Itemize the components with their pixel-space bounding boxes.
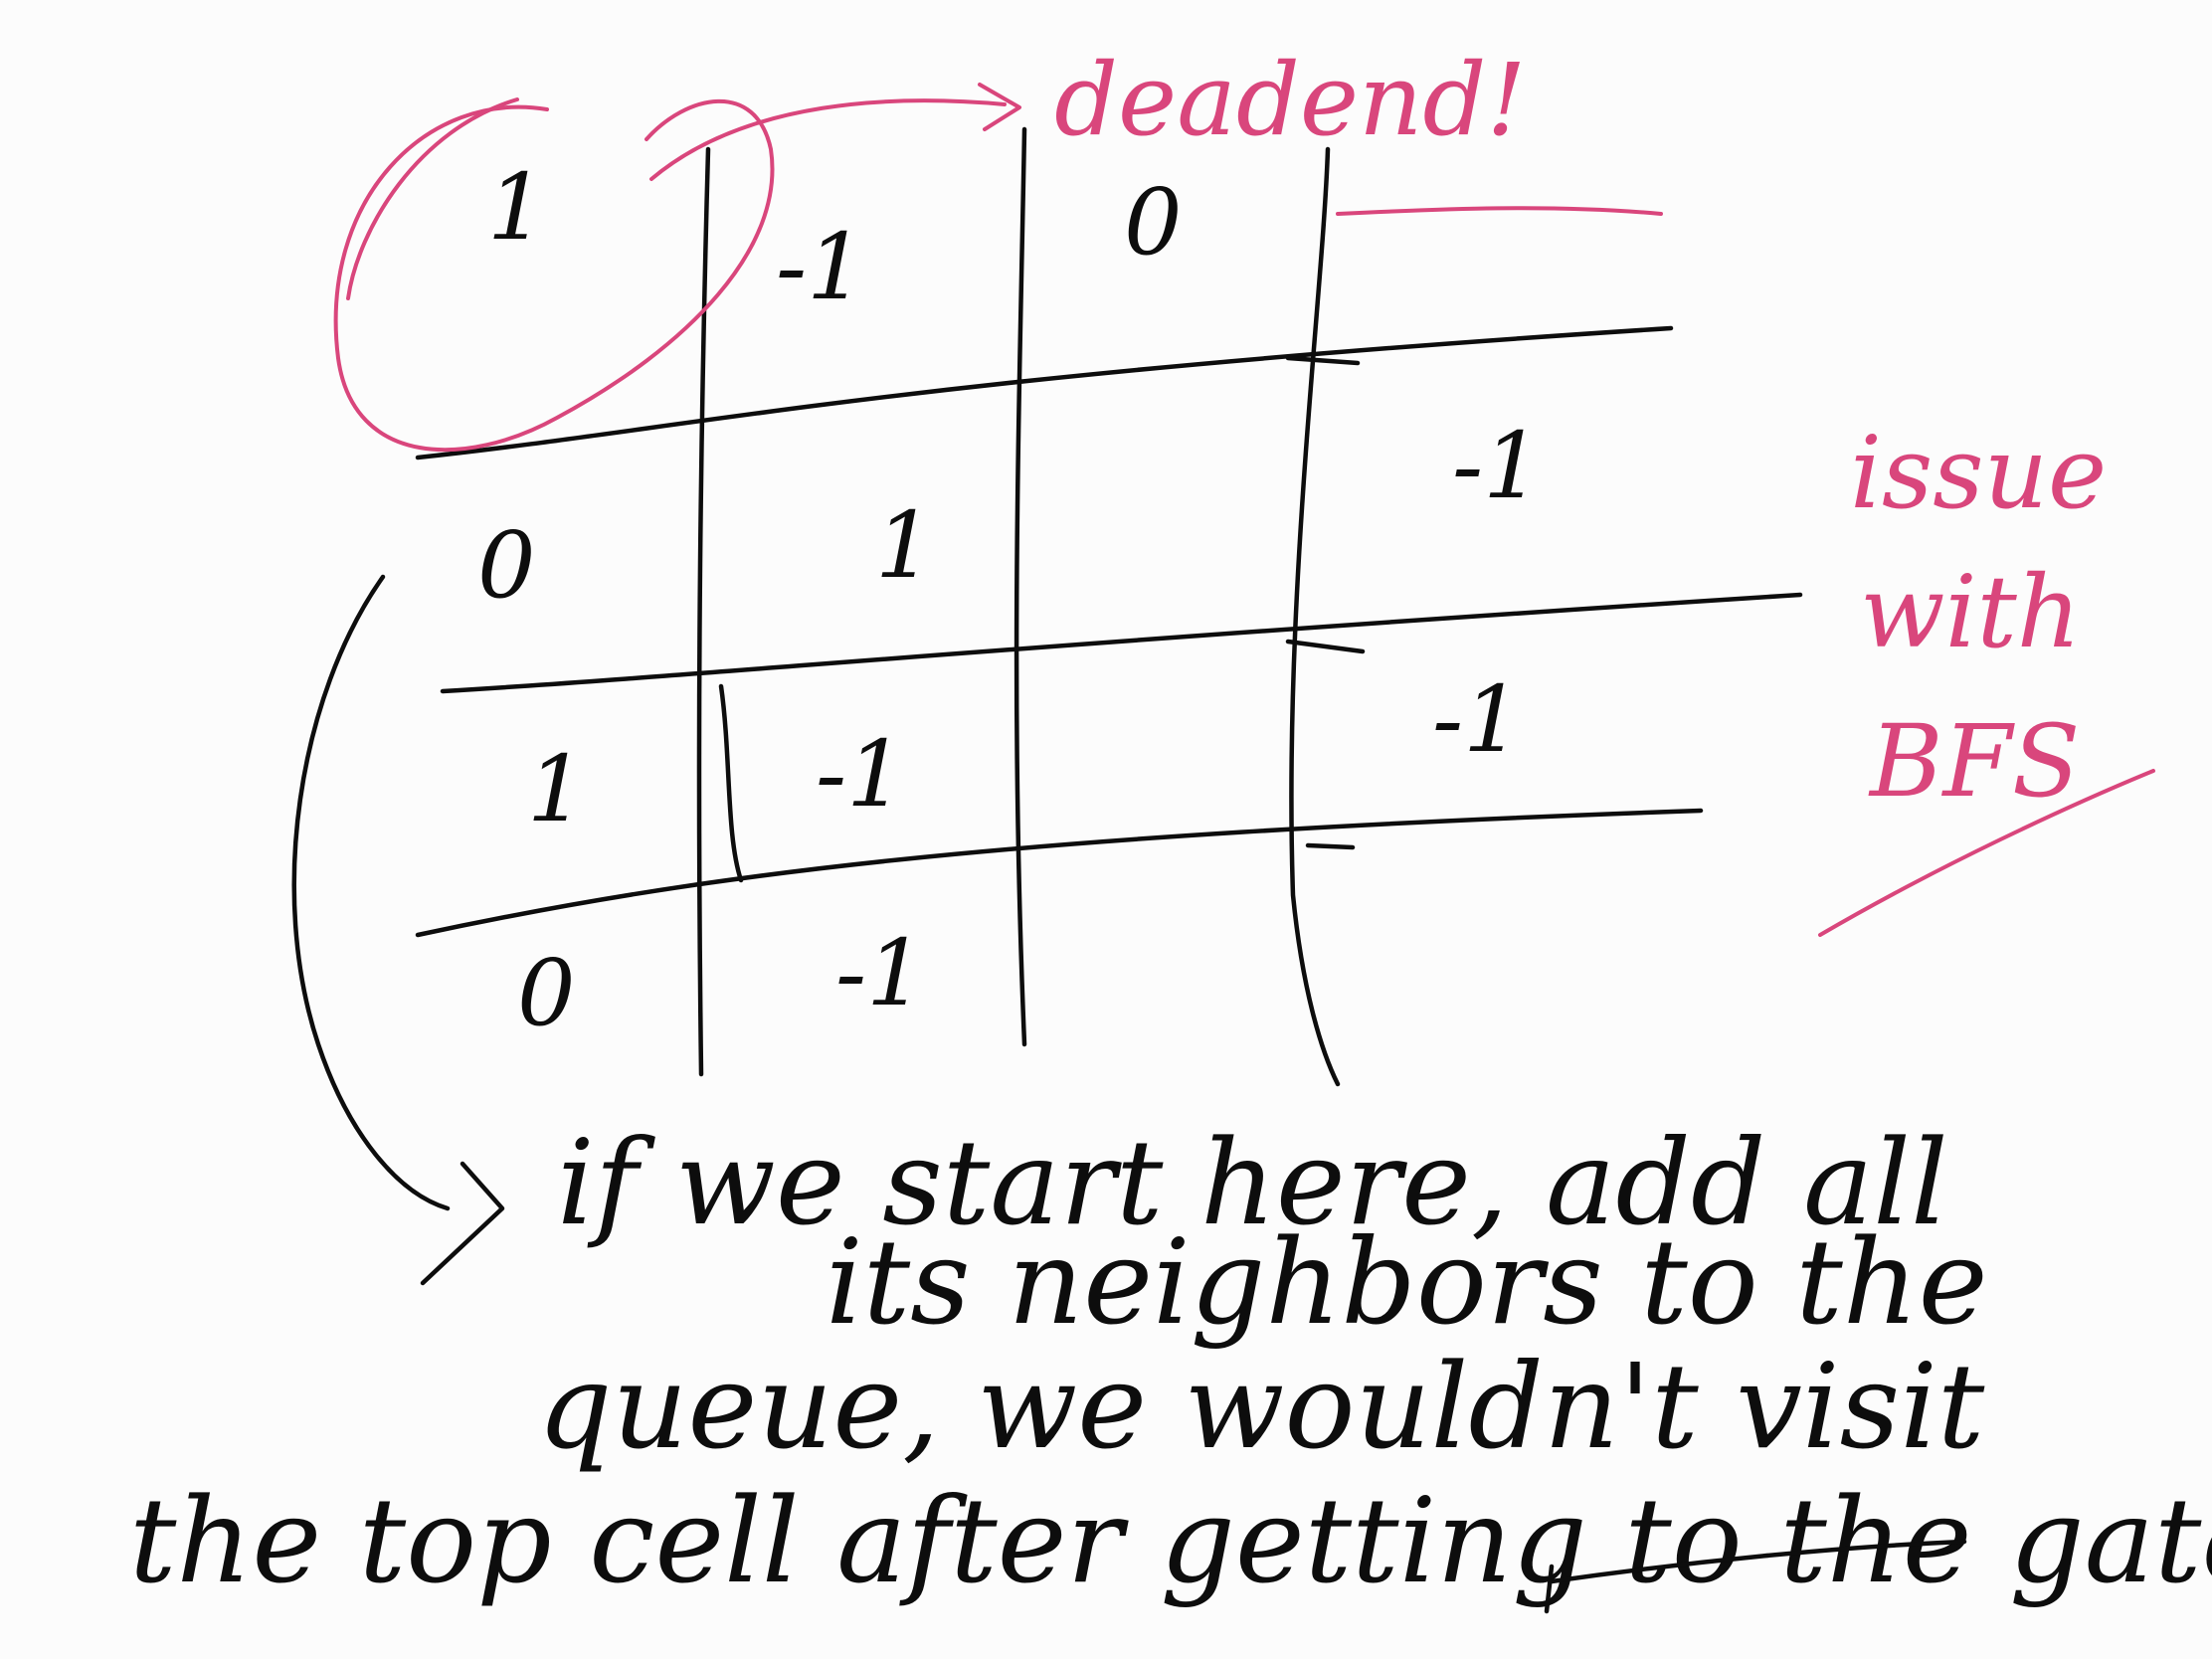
note-underline	[1549, 1539, 1967, 1584]
cell-r3-c1: -1	[835, 920, 925, 1026]
highlight-underline	[1336, 206, 1663, 216]
note-line-1: if we start here, add all	[557, 1114, 1948, 1251]
grid-hline-2	[440, 592, 1803, 694]
grid-values: 1 -1 0 0 1 -1 1 -1 -1 0 -1	[477, 154, 1542, 1046]
curved-arrow	[291, 574, 451, 1211]
highlight-circle	[333, 98, 775, 453]
cell-r2-c3: -1	[1432, 666, 1522, 773]
dead-end-label: deadend!	[1054, 42, 1527, 158]
cell-r2-c0: 1	[527, 736, 586, 842]
grid-vline-2	[1014, 126, 1027, 1047]
highlight-circle-inner	[346, 97, 519, 300]
grid-hline-1	[415, 325, 1674, 461]
cell-r1-c0: 0	[477, 512, 536, 619]
issue-label-line3: BFS	[1868, 703, 2080, 820]
grid-tick-4	[718, 683, 744, 883]
note-arrow	[291, 574, 505, 1286]
grid-hline-3	[415, 808, 1704, 938]
cell-r2-c1: -1	[816, 721, 905, 828]
cell-r1-c3: -1	[1452, 413, 1542, 519]
issue-label-line1: issue	[1850, 415, 2107, 531]
cell-r3-c0: 0	[517, 940, 576, 1046]
note-line-4: the top cell after getting to the gate	[129, 1472, 2212, 1609]
bfs-underline	[1818, 769, 2155, 937]
grid-vline-1	[696, 146, 711, 1077]
note-underline-tick	[1544, 1564, 1555, 1614]
grid-lines	[415, 126, 1803, 1087]
pink-annotations: deadend! issue with BFS	[333, 42, 2155, 937]
cell-r0-c1: -1	[776, 214, 865, 320]
cell-r0-c2: 0	[1124, 169, 1183, 276]
grid-tick-1	[1285, 355, 1361, 366]
grid-tick-2	[1285, 639, 1366, 654]
grid-tick-3	[1305, 842, 1356, 850]
arrow-head-icon	[420, 1161, 505, 1286]
cell-r1-c1: 1	[875, 492, 934, 599]
issue-label-line2: with	[1860, 554, 2081, 670]
grid-vline-3	[1289, 146, 1341, 1087]
highlight-arrow	[649, 83, 1021, 181]
note-line-2: its neighbors to the	[826, 1213, 1988, 1351]
cell-r0-c0: 1	[487, 154, 546, 261]
explanation-note: if we start here, add all its neighbors …	[129, 1114, 2212, 1614]
note-line-3: queue, we wouldn't visit	[537, 1338, 1985, 1475]
